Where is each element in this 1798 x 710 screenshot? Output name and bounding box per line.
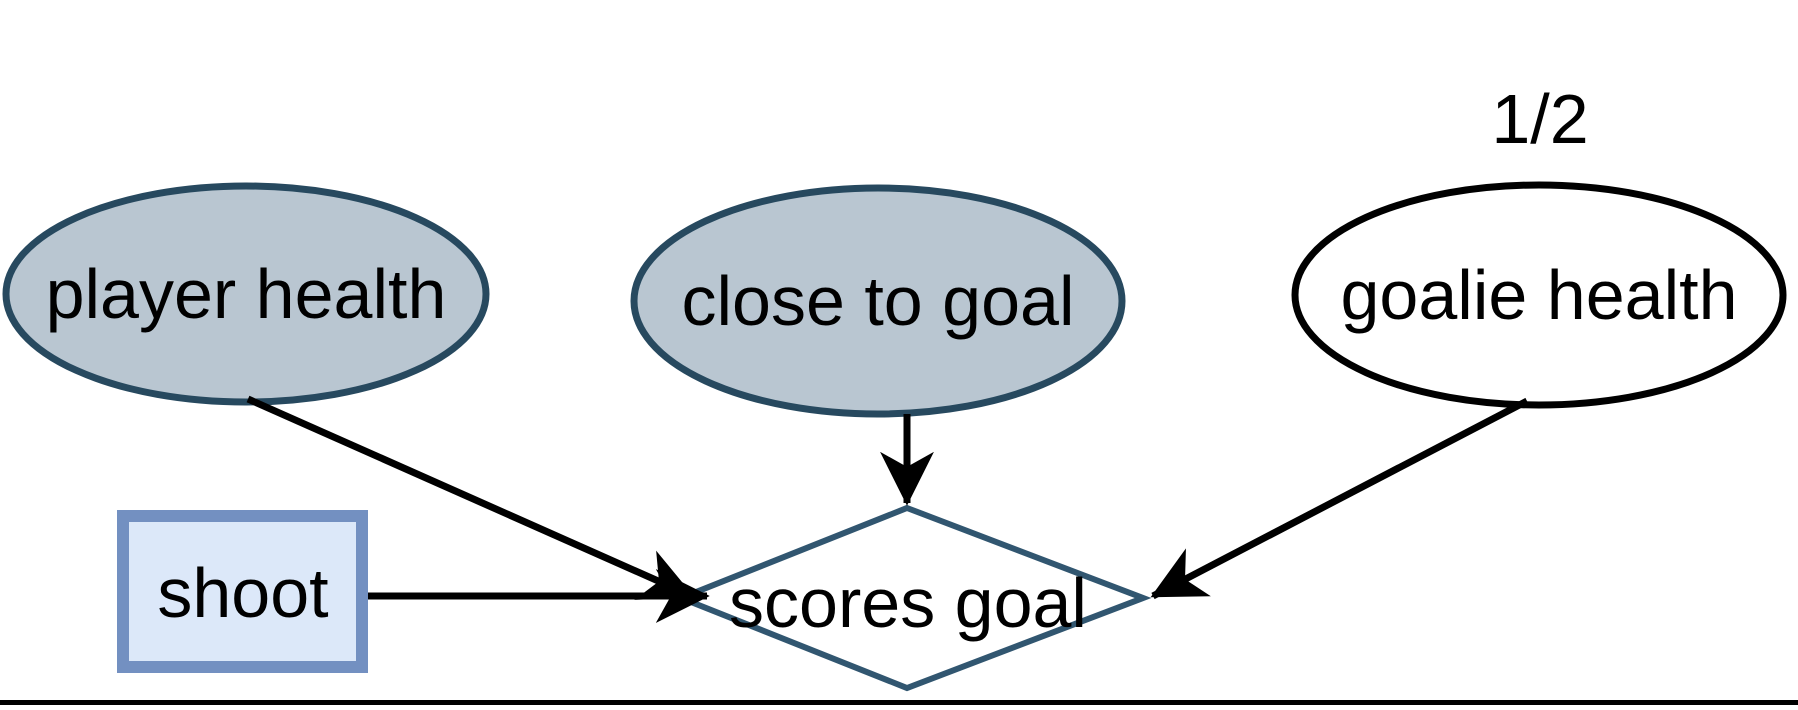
edge-player-health-to-scores-goal (246, 395, 695, 600)
node-close-to-goal-label: close to goal (681, 262, 1074, 340)
node-player-health-label: player health (46, 255, 447, 333)
bottom-rule (0, 700, 1798, 705)
node-scores-goal-label: scores goal (729, 564, 1087, 642)
probability-annotation: 1/2 (1491, 80, 1588, 158)
node-goalie-health-ellipse (1291, 181, 1787, 409)
node-shoot-rect (117, 510, 368, 673)
node-close-to-goal-ellipse (630, 184, 1126, 418)
node-scores-goal-diamond (672, 504, 1152, 692)
node-goalie-health-label: goalie health (1341, 256, 1738, 334)
node-player-health-ellipse (2, 182, 490, 406)
edge-goalie-health-to-scores-goal (1150, 397, 1529, 600)
node-shoot-label: shoot (157, 554, 328, 632)
